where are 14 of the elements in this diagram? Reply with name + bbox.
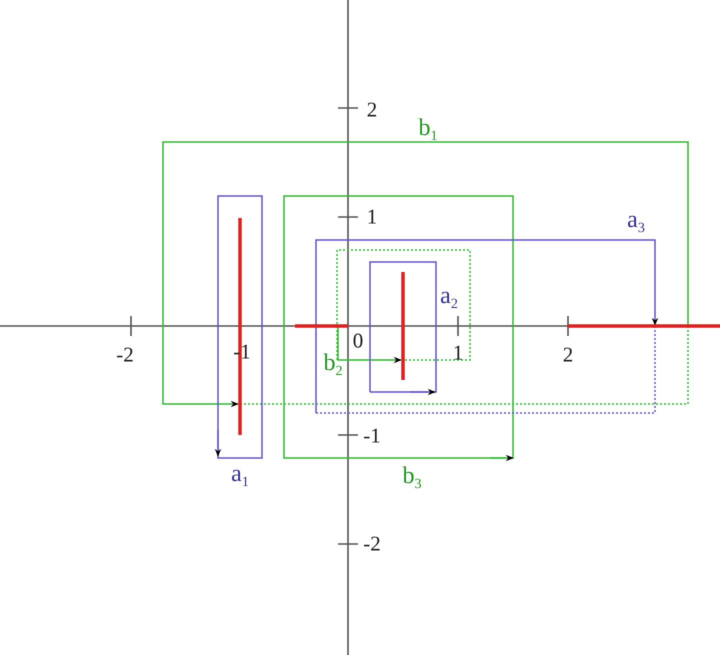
set-label: a$_{3}$ xyxy=(627,208,645,236)
set-label: a$_{2}$ xyxy=(440,284,458,312)
tick-label: 2 xyxy=(366,100,378,120)
tick-label: 1 xyxy=(452,342,464,364)
set-label: a$_{1}$ xyxy=(231,462,249,490)
tick-label: 2 xyxy=(562,344,574,366)
tick-label: 1 xyxy=(366,206,378,228)
set-label: b$_{3}$ xyxy=(402,464,422,492)
tick-label: -2 xyxy=(116,344,134,366)
tick-label: -1 xyxy=(363,426,381,446)
tick-label: 0 xyxy=(352,330,364,352)
set-label: b$_{1}$ xyxy=(418,116,438,144)
tick-label: -2 xyxy=(363,534,381,554)
set-label: b$_{2}$ xyxy=(324,351,342,379)
